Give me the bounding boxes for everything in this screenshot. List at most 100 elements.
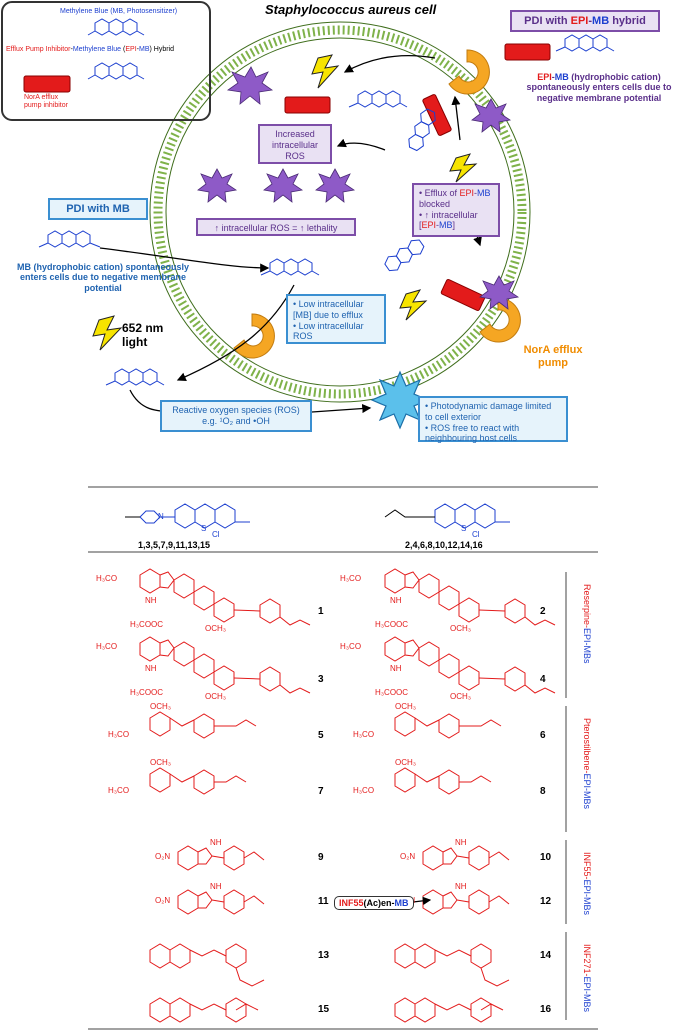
compound-number: 12	[540, 896, 552, 907]
atom-label: NH	[210, 882, 222, 891]
s-atom-label: S	[201, 524, 207, 533]
compound-number: 5	[318, 730, 324, 741]
lightning-icon	[311, 54, 340, 89]
ros-star	[479, 275, 520, 310]
cl-label: Cl	[212, 530, 220, 539]
structure-9	[177, 845, 265, 871]
pdi-mb-title: PDI with MB	[48, 198, 148, 220]
structure-11	[177, 889, 265, 915]
inhibitor-bar-1	[504, 43, 551, 61]
atom-label: H₃CO	[96, 574, 118, 583]
group-label-inf271: INF271-EPI-MBs	[582, 944, 592, 1013]
compound-number: 6	[540, 730, 546, 741]
compound-number: 7	[318, 786, 324, 797]
mb-scaffold-left	[125, 503, 250, 529]
ros-star	[197, 168, 238, 203]
compound-number: 15	[318, 1004, 330, 1015]
compound-number: 2	[540, 606, 546, 617]
structure-7	[149, 767, 247, 795]
damage-box: • Photodynamic damage limited to cell ex…	[418, 396, 568, 443]
mb-desc: MB (hydrophobic cation) spontaneously en…	[16, 262, 189, 293]
atom-label: NH	[390, 664, 402, 673]
atom-label: NH	[210, 838, 222, 847]
atom-label: H₃CO	[353, 786, 375, 795]
atom-label: H₃COOC	[375, 688, 409, 697]
structure-2	[384, 568, 556, 626]
compound-number: 1	[318, 606, 324, 617]
atom-label: OCH₃	[450, 624, 472, 633]
atom-label: OCH₃	[150, 702, 172, 711]
atom-label: OCH₃	[395, 702, 417, 711]
compound-number: 10	[540, 852, 552, 863]
structure-table	[88, 486, 598, 1030]
legend-nora-label: NorA efflux pump inhibitor	[24, 94, 68, 110]
n-atom-label: N	[158, 512, 164, 521]
header-left-numbers: 1,3,5,7,9,11,13,15	[138, 540, 211, 550]
arrow	[176, 284, 295, 382]
structure-6	[394, 711, 502, 739]
atom-label: OCH₃	[395, 758, 417, 767]
structure-14	[394, 943, 510, 987]
arrow	[311, 403, 372, 414]
nora-pump-bottom	[479, 297, 521, 343]
inhibitor-bar-3	[284, 96, 331, 114]
atom-label: H₃COOC	[375, 620, 409, 629]
ros-box: Reactive oxygen species (ROS)e.g. ¹O₂ an…	[160, 400, 312, 432]
low-mb-box: • Low intracellular [MB] due to efflux• …	[286, 294, 386, 344]
ros-star	[226, 66, 274, 105]
atom-label: NH	[145, 664, 157, 673]
compound-number: 4	[540, 674, 546, 685]
pdi-epi-title: PDI with EPI-MB hybrid	[510, 10, 660, 32]
atom-label: H₃CO	[108, 730, 130, 739]
ros-star	[263, 168, 304, 203]
atom-label: OCH₃	[150, 758, 172, 767]
lightning-icon	[449, 153, 478, 183]
atom-label: O₂N	[155, 896, 171, 905]
pdi-mechanism-diagram	[1, 1, 615, 430]
mb-scaffold-right	[384, 503, 510, 529]
efflux-blocked-box: • Efflux of EPI-MB blocked • ↑ intracell…	[412, 183, 500, 237]
structure-8	[394, 767, 492, 795]
structure-13	[149, 943, 265, 987]
ros-star	[471, 98, 512, 133]
increased-ros-box: Increased intracellular ROS	[258, 124, 332, 164]
atom-label: NH	[145, 596, 157, 605]
legend-mb-label: Methylene Blue (MB, Photosensitizer)	[60, 8, 178, 15]
atom-label: OCH₃	[205, 692, 227, 701]
legend-hybrid-label: Efflux Pump Inhibitor-Methylene Blue (EP…	[6, 46, 175, 53]
atom-label: NH	[455, 882, 467, 891]
structure-15	[149, 997, 259, 1023]
arrow	[343, 55, 436, 73]
atom-label: OCH₃	[205, 624, 227, 633]
ros-burst	[370, 370, 430, 430]
compound-number: 11	[318, 896, 329, 907]
inf55-callout: INF55(Ac)en-MB	[334, 896, 414, 911]
compound-number: 14	[540, 950, 552, 961]
ros-star	[315, 168, 356, 203]
atom-label: H₃CO	[353, 730, 375, 739]
structure-1	[139, 568, 311, 626]
inhibitor-bar-2	[422, 94, 452, 136]
atom-label: O₂N	[400, 852, 416, 861]
compound-number: 3	[318, 674, 324, 685]
atom-label: NH	[390, 596, 402, 605]
inhibitor-bar-4	[440, 279, 486, 311]
epi-mb-desc: EPI-MB (hydrophobic cation) spontaneousl…	[526, 72, 672, 103]
legend-frame	[1, 1, 211, 121]
atom-label: H₃COOC	[130, 620, 164, 629]
nora-pump-label: NorA efflux pump	[523, 344, 583, 369]
nora-pump-top	[448, 49, 490, 95]
light-label: 652 nm light	[122, 321, 164, 349]
structure-5	[149, 711, 257, 739]
lightning-icon	[399, 289, 428, 321]
atom-label: H₃COOC	[130, 688, 164, 697]
arrow	[99, 247, 270, 273]
structure-3	[139, 636, 311, 694]
arrow	[336, 138, 386, 151]
compound-number: 8	[540, 786, 546, 797]
atom-label: NH	[455, 838, 467, 847]
ros-lethality-box: ↑ intracellular ROS = ↑ lethality	[196, 218, 356, 236]
atom-label: OCH₃	[450, 692, 472, 701]
group-label-inf55: INF55-EPI-MBs	[582, 852, 592, 916]
cell-title: Staphylococcus aureus cell	[265, 2, 437, 17]
